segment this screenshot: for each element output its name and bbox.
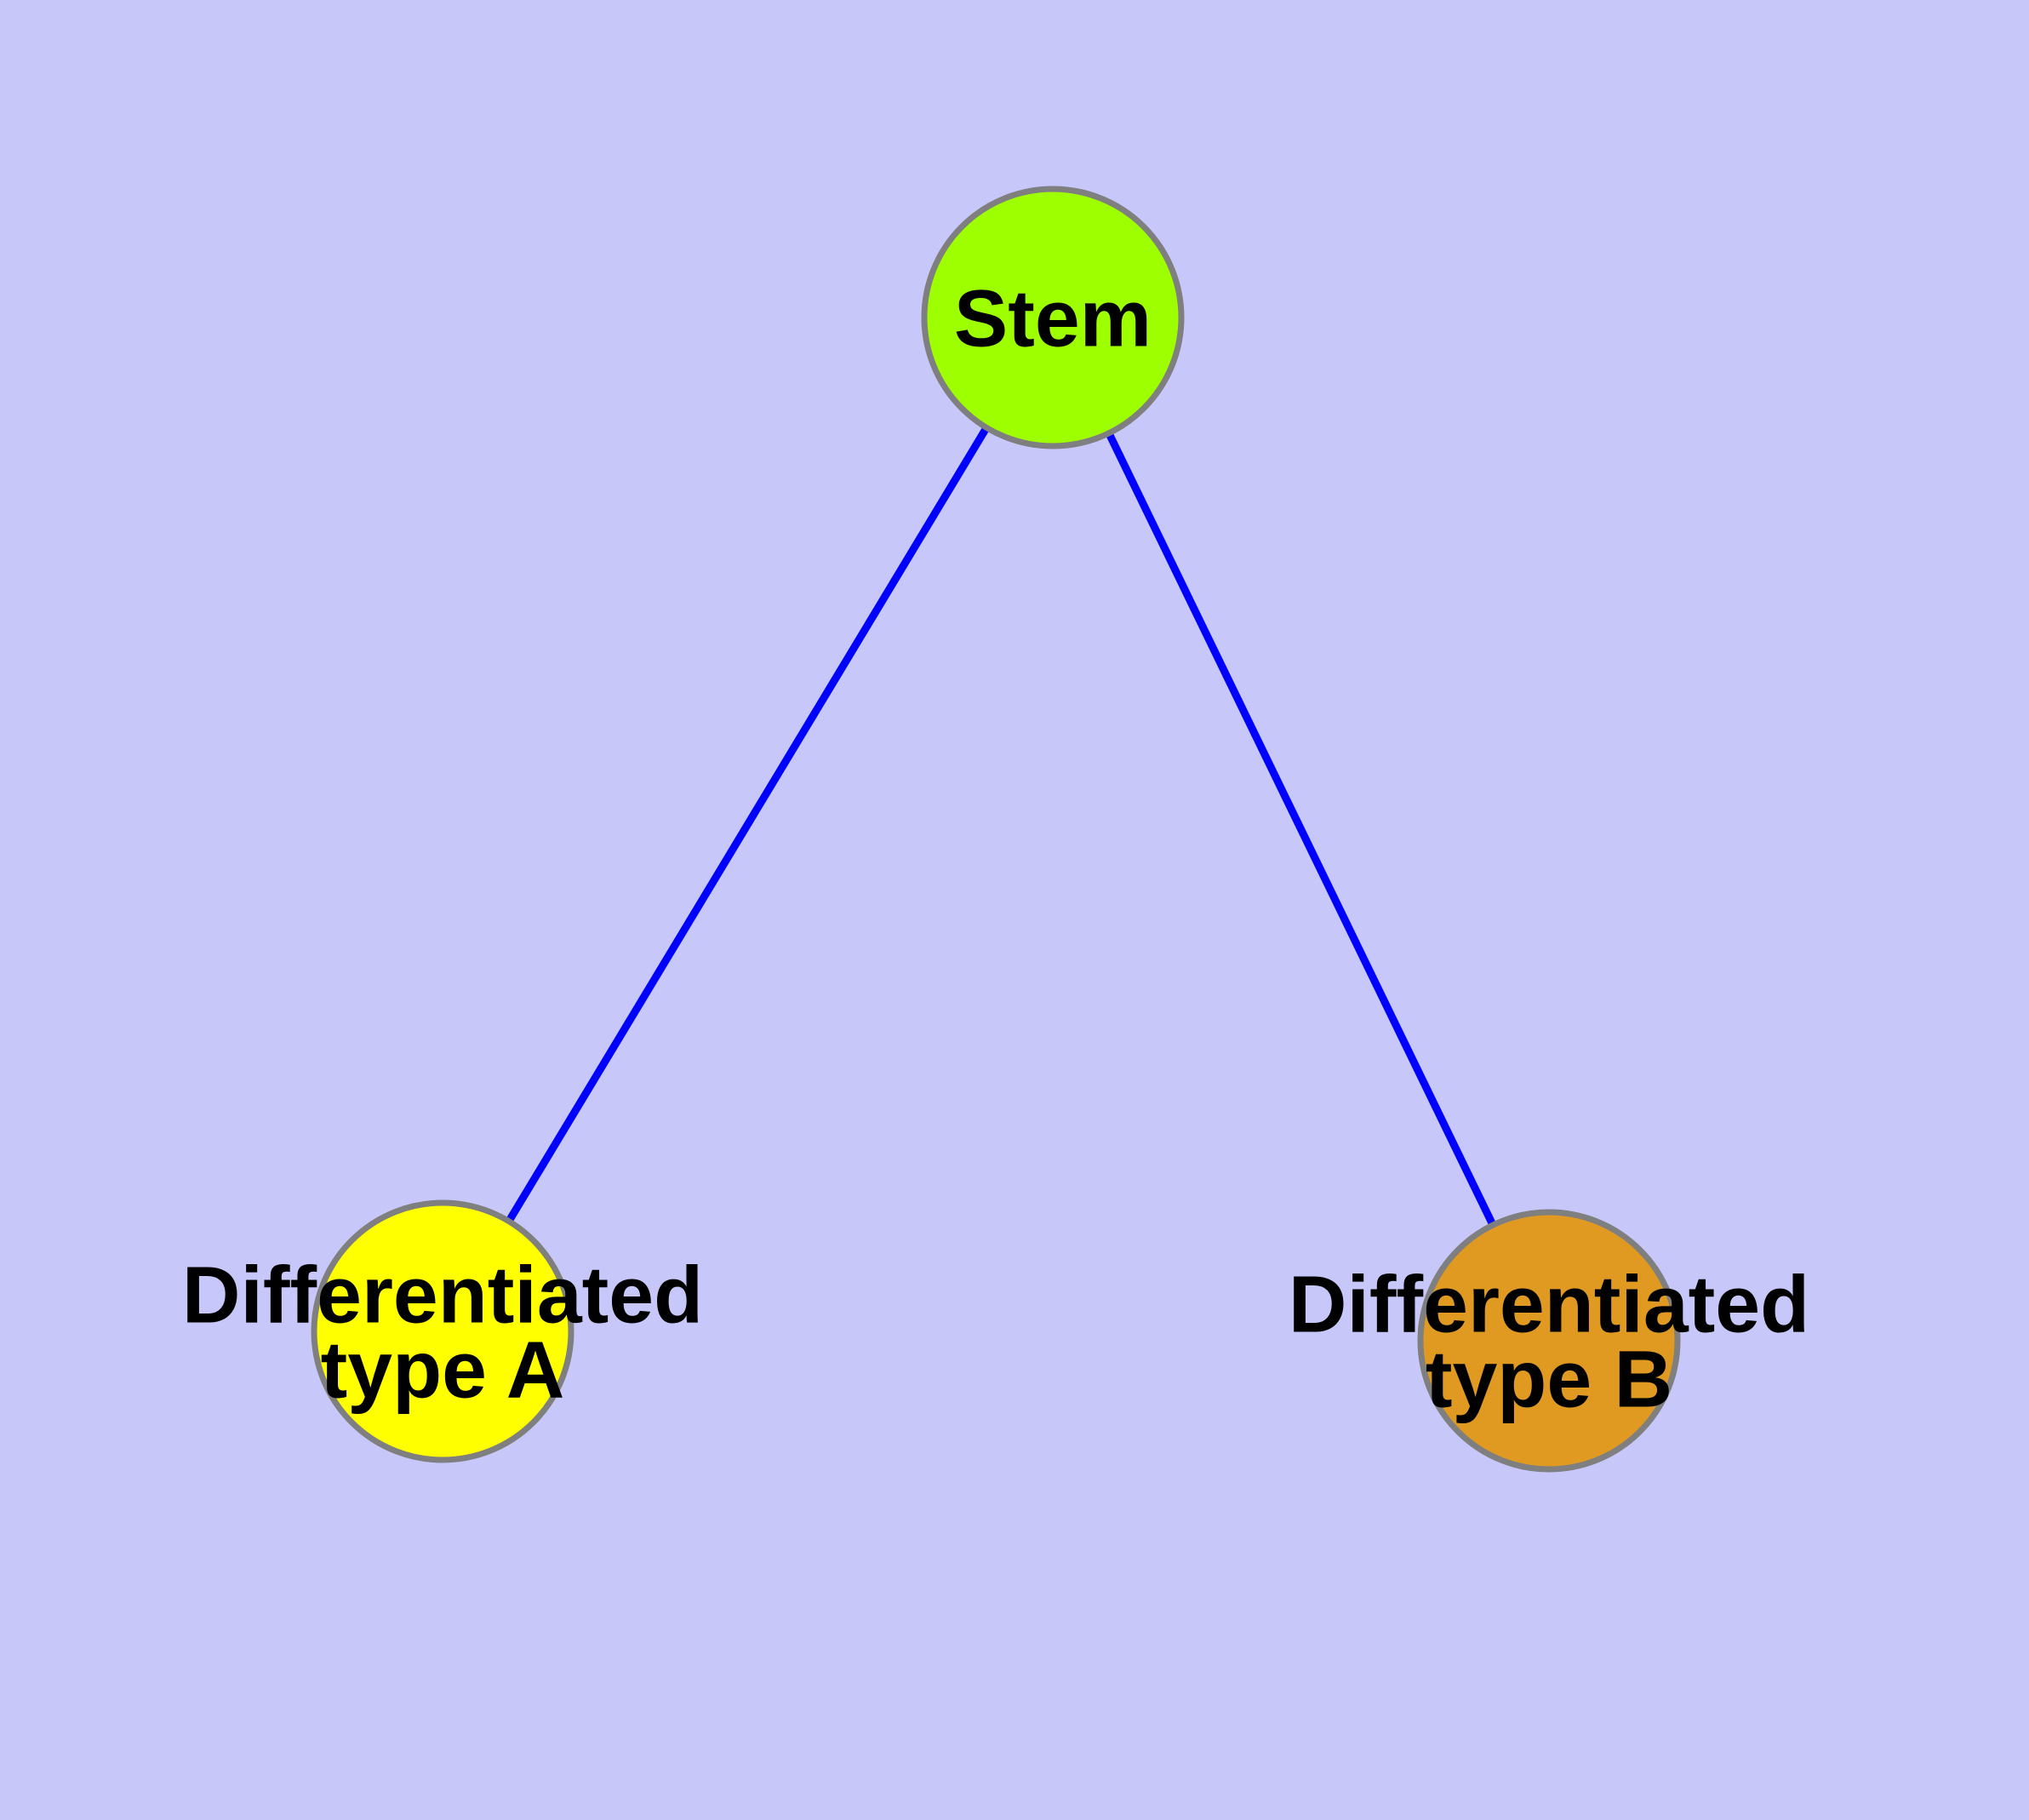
node-differentiated-type-a[interactable]	[311, 1199, 574, 1463]
edges-group	[439, 315, 1553, 1342]
node-stem[interactable]	[921, 186, 1185, 449]
node-label-stem: Stem	[954, 273, 1152, 363]
node-label-line: Differentiated	[182, 1250, 703, 1340]
node-differentiated-type-b[interactable]	[1417, 1209, 1681, 1473]
node-label-line: Stem	[954, 273, 1152, 363]
node-label-line: Differentiated	[1289, 1259, 1809, 1349]
node-label-line: type A	[321, 1325, 565, 1415]
edge-stem-to-differentiated-type-a[interactable]	[439, 315, 1056, 1334]
nodes-group	[311, 186, 1681, 1473]
node-label-line: type B	[1426, 1334, 1672, 1424]
edge-stem-to-differentiated-type-b[interactable]	[1049, 316, 1553, 1342]
